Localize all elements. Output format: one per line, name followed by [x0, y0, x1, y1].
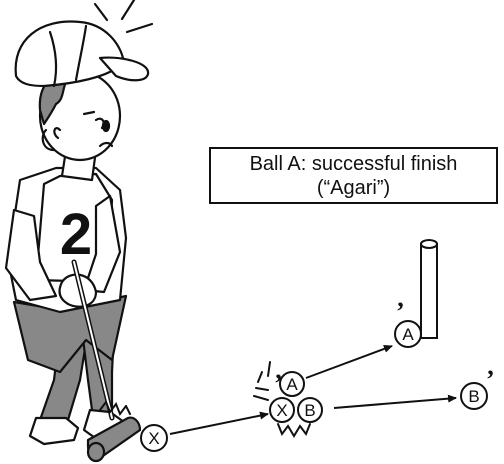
surprise-lines-icon	[95, 0, 152, 32]
ball-b-final-prime-mark: ’	[486, 365, 495, 394]
svg-text:A: A	[402, 325, 414, 344]
svg-text:X: X	[276, 401, 287, 420]
goal-post	[421, 240, 437, 338]
caption-line-1: Ball A: successful finish	[211, 152, 496, 176]
ball-a-final-prime-mark: ’	[396, 297, 405, 326]
ball-x-start: X	[141, 425, 167, 451]
ball-x-cluster: X	[270, 398, 294, 422]
caption-box: Ball A: successful finish (“Agari”)	[209, 147, 498, 204]
svg-text:A: A	[286, 375, 298, 394]
ball-b-final: B	[461, 383, 487, 409]
ball-b-start: B	[298, 398, 322, 422]
caption-line-2: (“Agari”)	[211, 176, 496, 200]
bib-number: 2	[60, 202, 92, 267]
ball-a-start: A	[280, 372, 304, 396]
arrow-a-to-goal	[306, 346, 392, 378]
svg-text:X: X	[148, 429, 159, 448]
ball-a-prime-mark: ’	[274, 369, 283, 398]
arrow-b-to-final	[334, 398, 456, 408]
svg-text:B: B	[304, 401, 315, 420]
arrow-x-to-cluster	[170, 414, 268, 434]
svg-text:B: B	[468, 387, 479, 406]
